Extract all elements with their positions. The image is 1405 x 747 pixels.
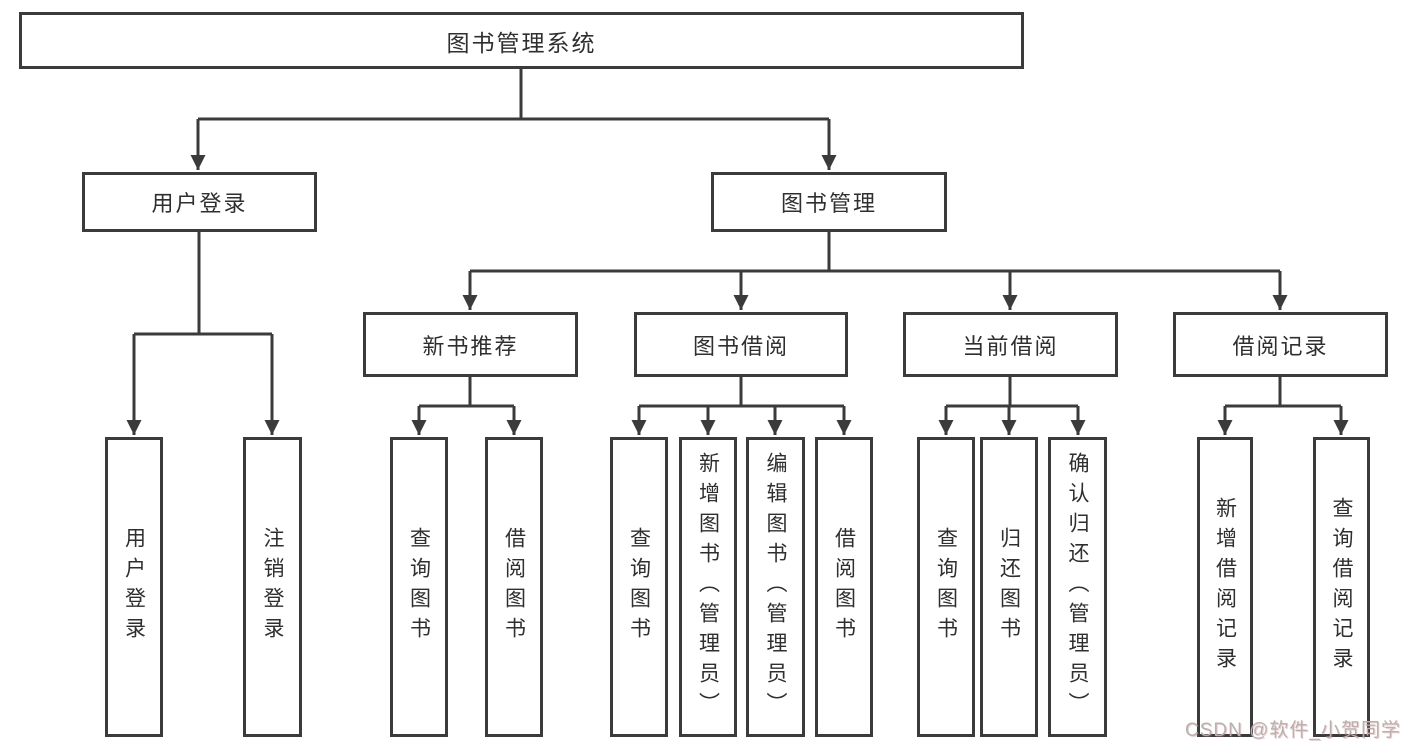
node-label: 借阅图书 [832,527,856,647]
node-library-management-system: 图书管理系统 [19,12,1024,69]
node-label: 归还图书 [997,527,1021,647]
leaf-edit-books-admin: 编辑图书（管理员） [746,437,805,737]
node-book-management: 图书管理 [711,172,947,232]
node-book-borrow: 图书借阅 [634,312,848,377]
leaf-return-books: 归还图书 [980,437,1038,737]
leaf-logout: 注销登录 [243,437,302,737]
node-label: 查询图书 [934,527,958,647]
node-new-book-recommend: 新书推荐 [363,312,578,377]
node-label: 查询图书 [627,527,651,647]
leaf-current-query-books: 查询图书 [917,437,975,737]
node-label: 查询图书 [407,527,431,647]
node-user-login: 用户登录 [82,172,317,232]
node-label: 图书管理系统 [446,29,597,56]
leaf-borrow-books: 借阅图书 [815,437,873,737]
leaf-query-borrow-record: 查询借阅记录 [1313,437,1370,737]
node-label: 用户登录 [151,191,248,216]
leaf-add-books-admin: 新增图书（管理员） [679,437,737,737]
node-label: 编辑图书（管理员） [764,452,787,722]
leaf-newbook-borrow-books: 借阅图书 [485,437,543,737]
node-label: 当前借阅 [962,333,1059,359]
node-borrow-records: 借阅记录 [1173,312,1388,377]
leaf-confirm-return-admin: 确认归还（管理员） [1048,437,1107,737]
leaf-newbook-query-books: 查询图书 [390,437,448,737]
leaf-add-borrow-record: 新增借阅记录 [1197,437,1253,737]
leaf-user-login: 用户登录 [105,437,163,737]
node-label: 借阅记录 [1232,333,1329,359]
node-label: 注销登录 [261,527,284,647]
node-current-borrow: 当前借阅 [903,312,1118,377]
node-label: 确认归还（管理员） [1066,452,1089,722]
node-label: 新增借阅记录 [1213,497,1237,677]
node-label: 新增图书（管理员） [696,452,720,722]
node-label: 新书推荐 [422,333,519,359]
node-label: 图书借阅 [692,333,789,359]
leaf-borrow-query-books: 查询图书 [610,437,668,737]
node-label: 用户登录 [122,527,146,647]
node-label: 查询借阅记录 [1330,497,1353,677]
csdn-watermark: CSDN @软件_小贺同学 [1185,720,1401,741]
node-label: 借阅图书 [502,527,526,647]
node-label: 图书管理 [780,191,877,216]
